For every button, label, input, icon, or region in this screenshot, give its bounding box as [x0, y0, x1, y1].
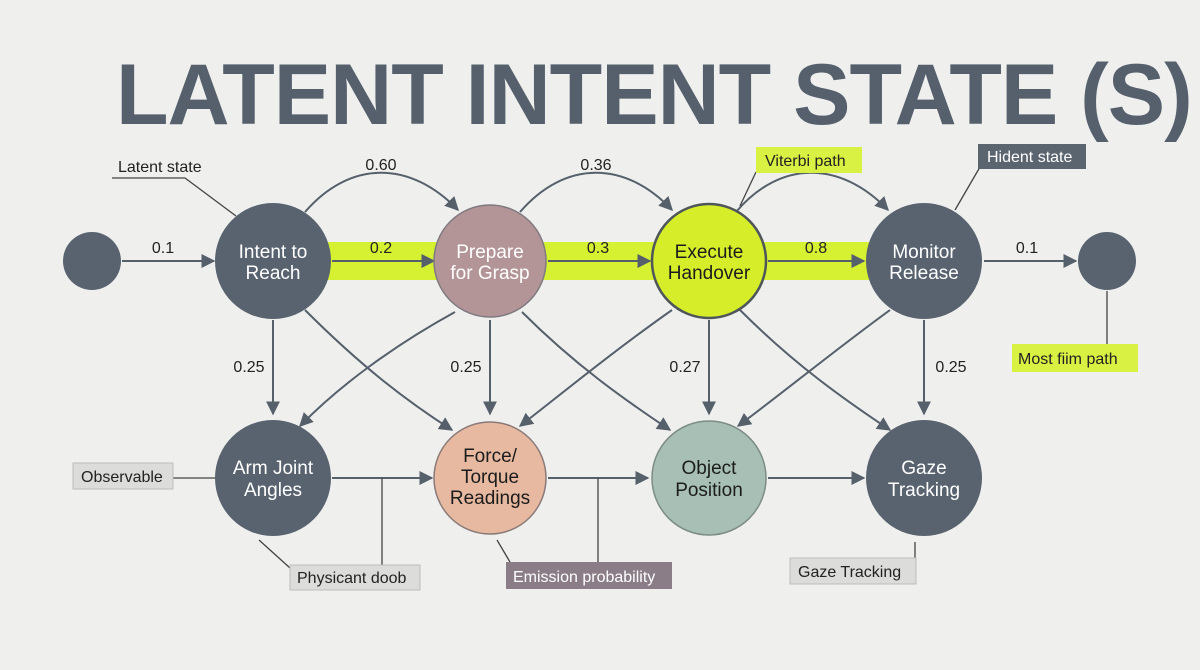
prob-prepare-to-execute: 0.3: [587, 240, 609, 257]
callout-lines: [112, 166, 1108, 569]
prob-execute-to-monitor: 0.8: [805, 240, 827, 257]
obs-gaze-line1: Gaze: [901, 458, 946, 479]
state-intent-to-reach: Intent to Reach: [215, 203, 331, 319]
obs-object-line1: Object: [682, 458, 738, 479]
annotation-hidden-text: Hident state: [987, 149, 1072, 166]
annotation-physicant-text: Physicant doob: [297, 570, 407, 587]
callout-line-hidden: [954, 166, 981, 211]
state-intent-line2: Reach: [246, 263, 301, 284]
annotation-most-text: Most fiim path: [1018, 351, 1118, 368]
annotation-viterbi-path: Viterbi path: [756, 147, 862, 173]
annotation-latent-state: Latent state: [118, 159, 202, 176]
cross-execute-to-force: [518, 309, 673, 427]
cross-intent-to-force: [304, 309, 454, 431]
obs-force-torque-readings: Force/ Torque Readings: [433, 421, 547, 535]
prob-arc-intent-prepare: 0.60: [365, 157, 396, 174]
obs-arm-line1: Arm Joint: [233, 458, 314, 479]
state-execute-line2: Handover: [668, 263, 751, 284]
obs-arm-joint-angles: Arm Joint Angles: [215, 420, 331, 536]
cross-execute-to-gaze: [739, 309, 892, 431]
obs-force-line1: Force/: [463, 446, 518, 467]
annotation-most-path: Most fiim path: [1012, 344, 1138, 372]
emission-label-execute: 0.27: [669, 359, 700, 376]
callout-line-viterbi: [739, 171, 757, 207]
state-monitor-line1: Monitor: [892, 242, 956, 263]
prob-start-to-intent: 0.1: [152, 240, 174, 257]
obs-gaze-tracking: Gaze Tracking: [866, 420, 982, 536]
annotation-gaze-tracking: Gaze Tracking: [789, 557, 917, 585]
end-node: [1078, 232, 1136, 290]
annotation-gaze-text: Gaze Tracking: [798, 564, 901, 581]
annotation-physicant: Physicant doob: [289, 564, 421, 591]
obs-arm-line2: Angles: [244, 480, 302, 501]
obs-force-line3: Readings: [450, 488, 530, 509]
state-monitor-release: Monitor Release: [866, 203, 982, 319]
state-intent-line1: Intent to: [239, 242, 308, 263]
prob-intent-to-prepare: 0.2: [370, 240, 392, 257]
emission-label-monitor: 0.25: [935, 359, 966, 376]
state-monitor-line2: Release: [889, 263, 959, 284]
obs-gaze-line2: Tracking: [888, 480, 960, 501]
callout-line-latent: [112, 177, 237, 217]
cross-monitor-to-object: [736, 309, 891, 427]
cross-prepare-to-object: [521, 311, 672, 431]
emission-label-intent: 0.25: [233, 359, 264, 376]
annotation-viterbi-text: Viterbi path: [765, 153, 846, 170]
cross-prepare-to-arm: [299, 311, 456, 428]
obs-object-line2: Position: [675, 480, 743, 501]
annotation-observable-text: Observable: [81, 469, 163, 486]
annotation-emission-text: Emission probability: [513, 569, 655, 586]
diagram-title: LATENT INTENT STATE (S): [116, 47, 1193, 143]
state-prepare-line2: for Grasp: [450, 263, 529, 284]
annotation-hidden-state: Hident state: [978, 144, 1086, 169]
callout-line-physicant: [258, 539, 291, 569]
annotation-emission-probability: Emission probability: [506, 562, 672, 589]
arc-intent-to-prepare: [304, 171, 459, 213]
state-prepare-for-grasp: Prepare for Grasp: [433, 204, 547, 318]
annotation-observable: Observable: [72, 462, 174, 490]
state-execute-handover: Execute Handover: [650, 202, 768, 320]
prob-monitor-to-end: 0.1: [1016, 240, 1038, 257]
arc-prepare-to-execute: [519, 171, 673, 213]
callout-line-emission: [496, 539, 511, 563]
obs-object-position: Object Position: [651, 420, 767, 536]
state-execute-line1: Execute: [675, 242, 744, 263]
arc-execute-to-monitor: [735, 171, 889, 213]
emission-label-prepare: 0.25: [450, 359, 481, 376]
obs-force-line2: Torque: [461, 467, 519, 488]
start-node: [63, 232, 121, 290]
state-prepare-line1: Prepare: [456, 242, 524, 263]
prob-arc-prepare-execute: 0.36: [580, 157, 611, 174]
